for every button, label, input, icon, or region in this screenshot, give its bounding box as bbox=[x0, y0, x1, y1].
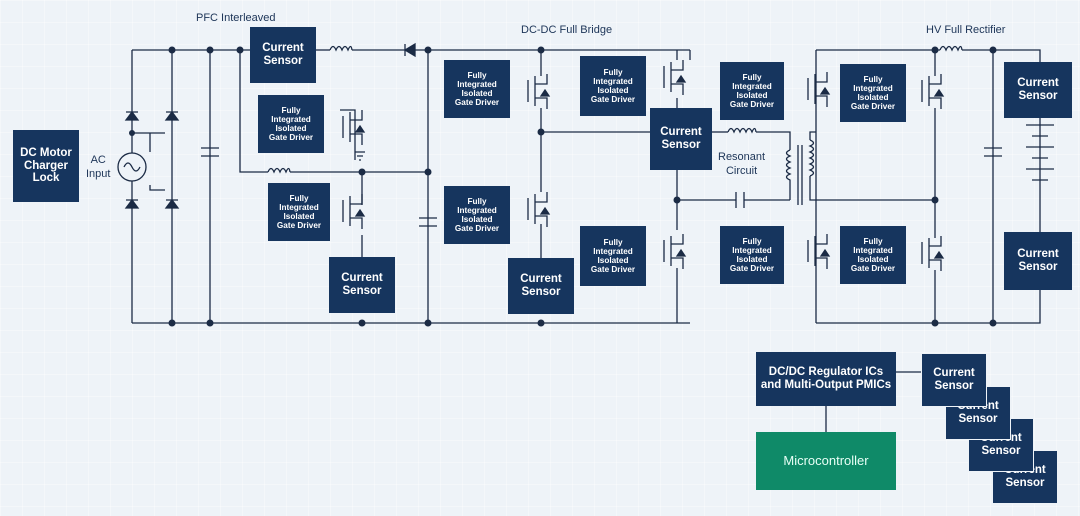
gate-driver-hv-upper-right: Fully Integrated Isolated Gate Driver bbox=[840, 64, 906, 122]
current-sensor-bridge-middle: Current Sensor bbox=[650, 108, 712, 170]
current-sensor-pfc-top: Current Sensor bbox=[250, 27, 316, 83]
dcdc-section-label: DC-DC Full Bridge bbox=[521, 24, 613, 36]
pfc-section-label: PFC Interleaved bbox=[196, 12, 276, 24]
ac-input-label: AC Input bbox=[86, 154, 111, 180]
gate-driver-bridge-upper-left: Fully Integrated Isolated Gate Driver bbox=[444, 60, 510, 118]
gate-driver-bridge-lower-left: Fully Integrated Isolated Gate Driver bbox=[444, 186, 510, 244]
gate-driver-bridge-lower-right: Fully Integrated Isolated Gate Driver bbox=[580, 226, 646, 286]
gate-driver-hv-lower-right: Fully Integrated Isolated Gate Driver bbox=[840, 226, 906, 284]
resonant-circuit-label: Resonant Circuit bbox=[718, 151, 766, 178]
gate-driver-pfc-upper: Fully Integrated Isolated Gate Driver bbox=[258, 95, 324, 153]
gate-driver-pfc-lower: Fully Integrated Isolated Gate Driver bbox=[268, 183, 330, 241]
dcdc-regulator-pmic-block: DC/DC Regulator ICs and Multi-Output PMI… bbox=[756, 352, 896, 406]
dc-motor-charger-lock-block: DC Motor Charger Lock bbox=[13, 130, 79, 202]
current-sensor-hv-bottom: Current Sensor bbox=[1004, 232, 1072, 290]
microcontroller-block: Microcontroller bbox=[756, 432, 896, 490]
current-sensor-stack-1: Current Sensor bbox=[921, 353, 987, 407]
gate-driver-hv-upper-left: Fully Integrated Isolated Gate Driver bbox=[720, 62, 784, 120]
current-sensor-pfc-bottom: Current Sensor bbox=[329, 257, 395, 313]
gate-driver-bridge-upper-right: Fully Integrated Isolated Gate Driver bbox=[580, 56, 646, 116]
current-sensor-hv-top: Current Sensor bbox=[1004, 62, 1072, 118]
gate-driver-hv-lower-left: Fully Integrated Isolated Gate Driver bbox=[720, 226, 784, 284]
current-sensor-bridge-bottom: Current Sensor bbox=[508, 258, 574, 314]
hv-rectifier-label: HV Full Rectifier bbox=[926, 24, 1006, 36]
